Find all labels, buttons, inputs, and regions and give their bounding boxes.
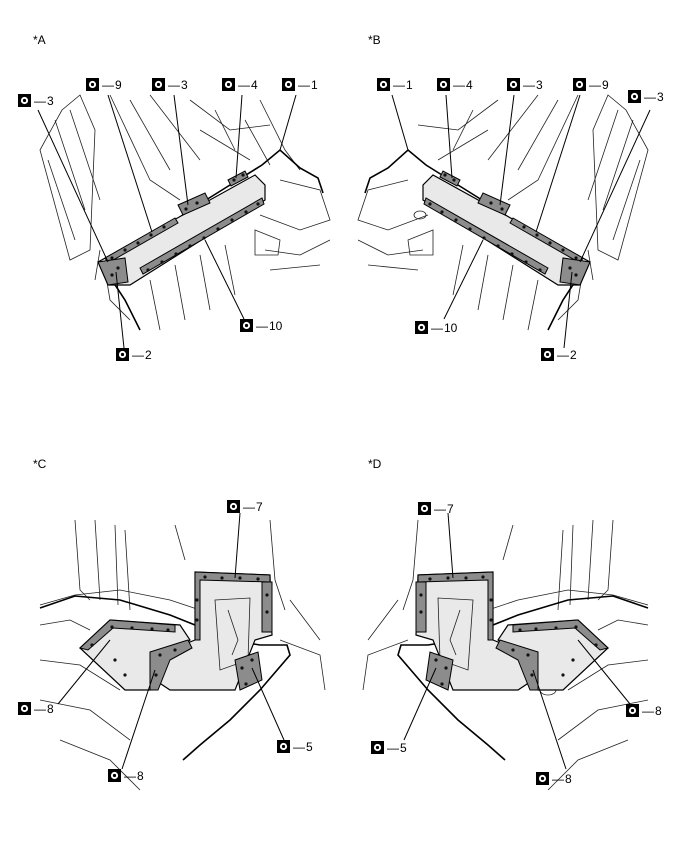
panel-c-edge-outline — [39, 595, 291, 761]
svg-text:—: — — [642, 704, 654, 718]
panel-label-a: *A — [33, 33, 46, 47]
svg-text:—: — — [256, 319, 268, 333]
svg-text:—: — — [523, 78, 535, 92]
panel-d-callout-8-right: — 8 — [626, 704, 662, 718]
svg-text:10: 10 — [269, 319, 283, 333]
panel-c-body-lines — [39, 519, 326, 791]
svg-text:3: 3 — [47, 94, 54, 108]
svg-text:—: — — [298, 78, 310, 92]
svg-text:5: 5 — [400, 741, 407, 755]
svg-text:1: 1 — [406, 78, 413, 92]
panel-a-weld-strip-lower — [139, 197, 265, 275]
panel-a-weld-strip-end — [97, 257, 129, 286]
panel-b-callout-2: — 2 — [541, 348, 577, 362]
svg-text:2: 2 — [570, 348, 577, 362]
svg-text:8: 8 — [655, 704, 662, 718]
panel-a-callout-4: — 4 — [222, 78, 258, 179]
svg-text:—: — — [34, 94, 46, 108]
panel-b-callout-10: — 10 — [415, 321, 458, 335]
svg-text:—: — — [453, 78, 465, 92]
panel-b-callout-4: — 4 — [437, 78, 473, 92]
panel-b: *B — [357, 33, 664, 362]
panel-b-drawing — [357, 94, 651, 349]
svg-text:—: — — [132, 348, 144, 362]
panel-a-callout-2: — 2 — [115, 271, 152, 362]
panel-c-weld-strip-8-lower — [149, 639, 193, 691]
svg-text:—: — — [644, 90, 656, 104]
svg-text:—: — — [393, 78, 405, 92]
svg-text:—: — — [557, 348, 569, 362]
panel-d-drawing — [362, 512, 649, 791]
svg-text:9: 9 — [602, 78, 609, 92]
svg-text:—: — — [238, 78, 250, 92]
svg-text:1: 1 — [311, 78, 318, 92]
panel-a-callout-3-mid: — 3 — [152, 78, 189, 206]
svg-text:9: 9 — [115, 78, 122, 92]
svg-text:—: — — [34, 702, 46, 716]
panel-a-callout-10: — 10 — [204, 239, 283, 333]
svg-text:8: 8 — [565, 772, 572, 786]
svg-text:—: — — [293, 740, 305, 754]
svg-text:4: 4 — [466, 78, 473, 92]
svg-text:—: — — [434, 502, 446, 516]
panel-b-callout-3-mid: — 3 — [507, 78, 543, 92]
svg-text:7: 7 — [447, 502, 454, 516]
panel-c-callout-8-left: — 8 — [18, 639, 111, 716]
panel-b-callout-1: — 1 — [377, 78, 413, 92]
panel-c-callout-8-bottom: — 8 — [108, 669, 156, 783]
svg-text:—: — — [102, 78, 114, 92]
svg-text:—: — — [589, 78, 601, 92]
svg-text:3: 3 — [657, 90, 664, 104]
panel-a-callout-3-left: — 3 — [18, 94, 109, 263]
panel-d-callout-8-bottom: — 8 — [536, 772, 572, 786]
svg-text:—: — — [387, 741, 399, 755]
svg-text:7: 7 — [256, 500, 263, 514]
svg-text:—: — — [552, 772, 564, 786]
svg-text:2: 2 — [145, 348, 152, 362]
panel-c-spot-welds — [90, 575, 269, 686]
panel-label-d: *D — [368, 457, 382, 471]
panel-a-callout-9: — 9 — [86, 78, 153, 233]
panel-c-callout-7: — 7 — [227, 500, 263, 579]
svg-text:—: — — [431, 321, 443, 335]
panel-b-callout-9: — 9 — [573, 78, 609, 92]
panel-c-weld-strip-7 — [194, 571, 271, 641]
panel-c: *C — [18, 457, 326, 791]
panel-b-callout-3-right: — 3 — [628, 90, 664, 104]
svg-text:8: 8 — [47, 702, 54, 716]
panel-d-callout-7: — 7 — [418, 502, 454, 516]
svg-text:10: 10 — [444, 321, 458, 335]
panel-c-weld-strip-8-upper — [78, 619, 176, 651]
panel-label-c: *C — [33, 457, 47, 471]
svg-text:8: 8 — [137, 769, 144, 783]
svg-text:—: — — [124, 769, 136, 783]
svg-text:3: 3 — [536, 78, 543, 92]
panel-c-weld-strip-5 — [234, 651, 263, 691]
panel-a-callout-1: — 1 — [279, 78, 318, 151]
svg-text:—: — — [243, 500, 255, 514]
svg-text:3: 3 — [181, 78, 188, 92]
svg-text:—: — — [168, 78, 180, 92]
panel-d-callout-5: — 5 — [371, 741, 407, 755]
svg-text:5: 5 — [306, 740, 313, 754]
panel-d: *D — [362, 457, 662, 791]
panel-a-edge-outline — [98, 148, 324, 331]
panel-c-callout-5: — 5 — [251, 667, 313, 754]
svg-text:4: 4 — [251, 78, 258, 92]
panel-label-b: *B — [368, 33, 381, 47]
panel-a-spot-welds — [110, 173, 260, 277]
panel-c-weld-strip-7-side — [261, 581, 273, 633]
panel-a: *A — [18, 33, 331, 362]
